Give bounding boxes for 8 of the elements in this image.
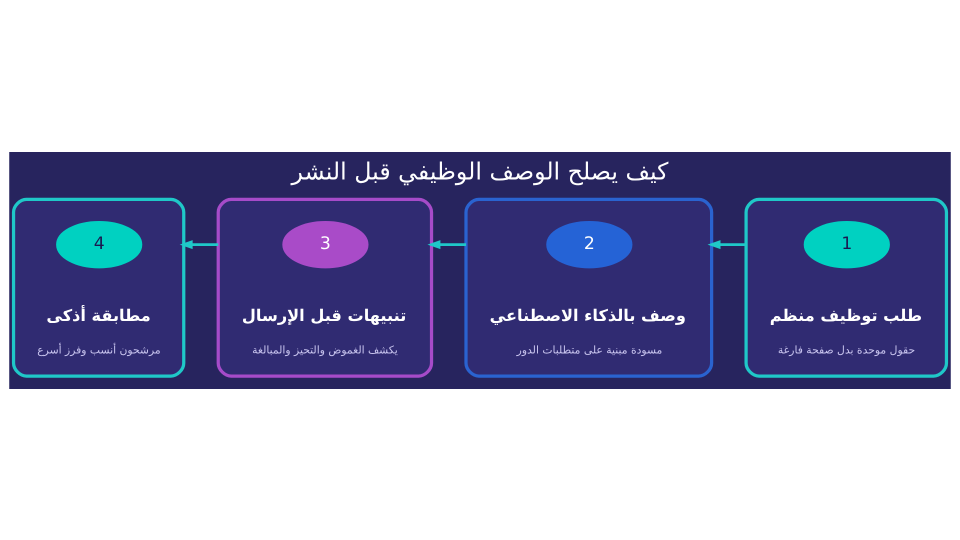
node-ellipse: 4 xyxy=(56,220,142,268)
node-ellipse: 1 xyxy=(804,220,890,268)
node-ellipse: 2 xyxy=(546,220,632,268)
arrow xyxy=(708,240,746,249)
arrow xyxy=(180,240,218,249)
node-ellipse: 3 xyxy=(282,220,368,268)
diagram-title: كيف يصلح الوصف الوظيفي قبل النشر xyxy=(292,157,668,186)
arrow xyxy=(427,240,466,249)
